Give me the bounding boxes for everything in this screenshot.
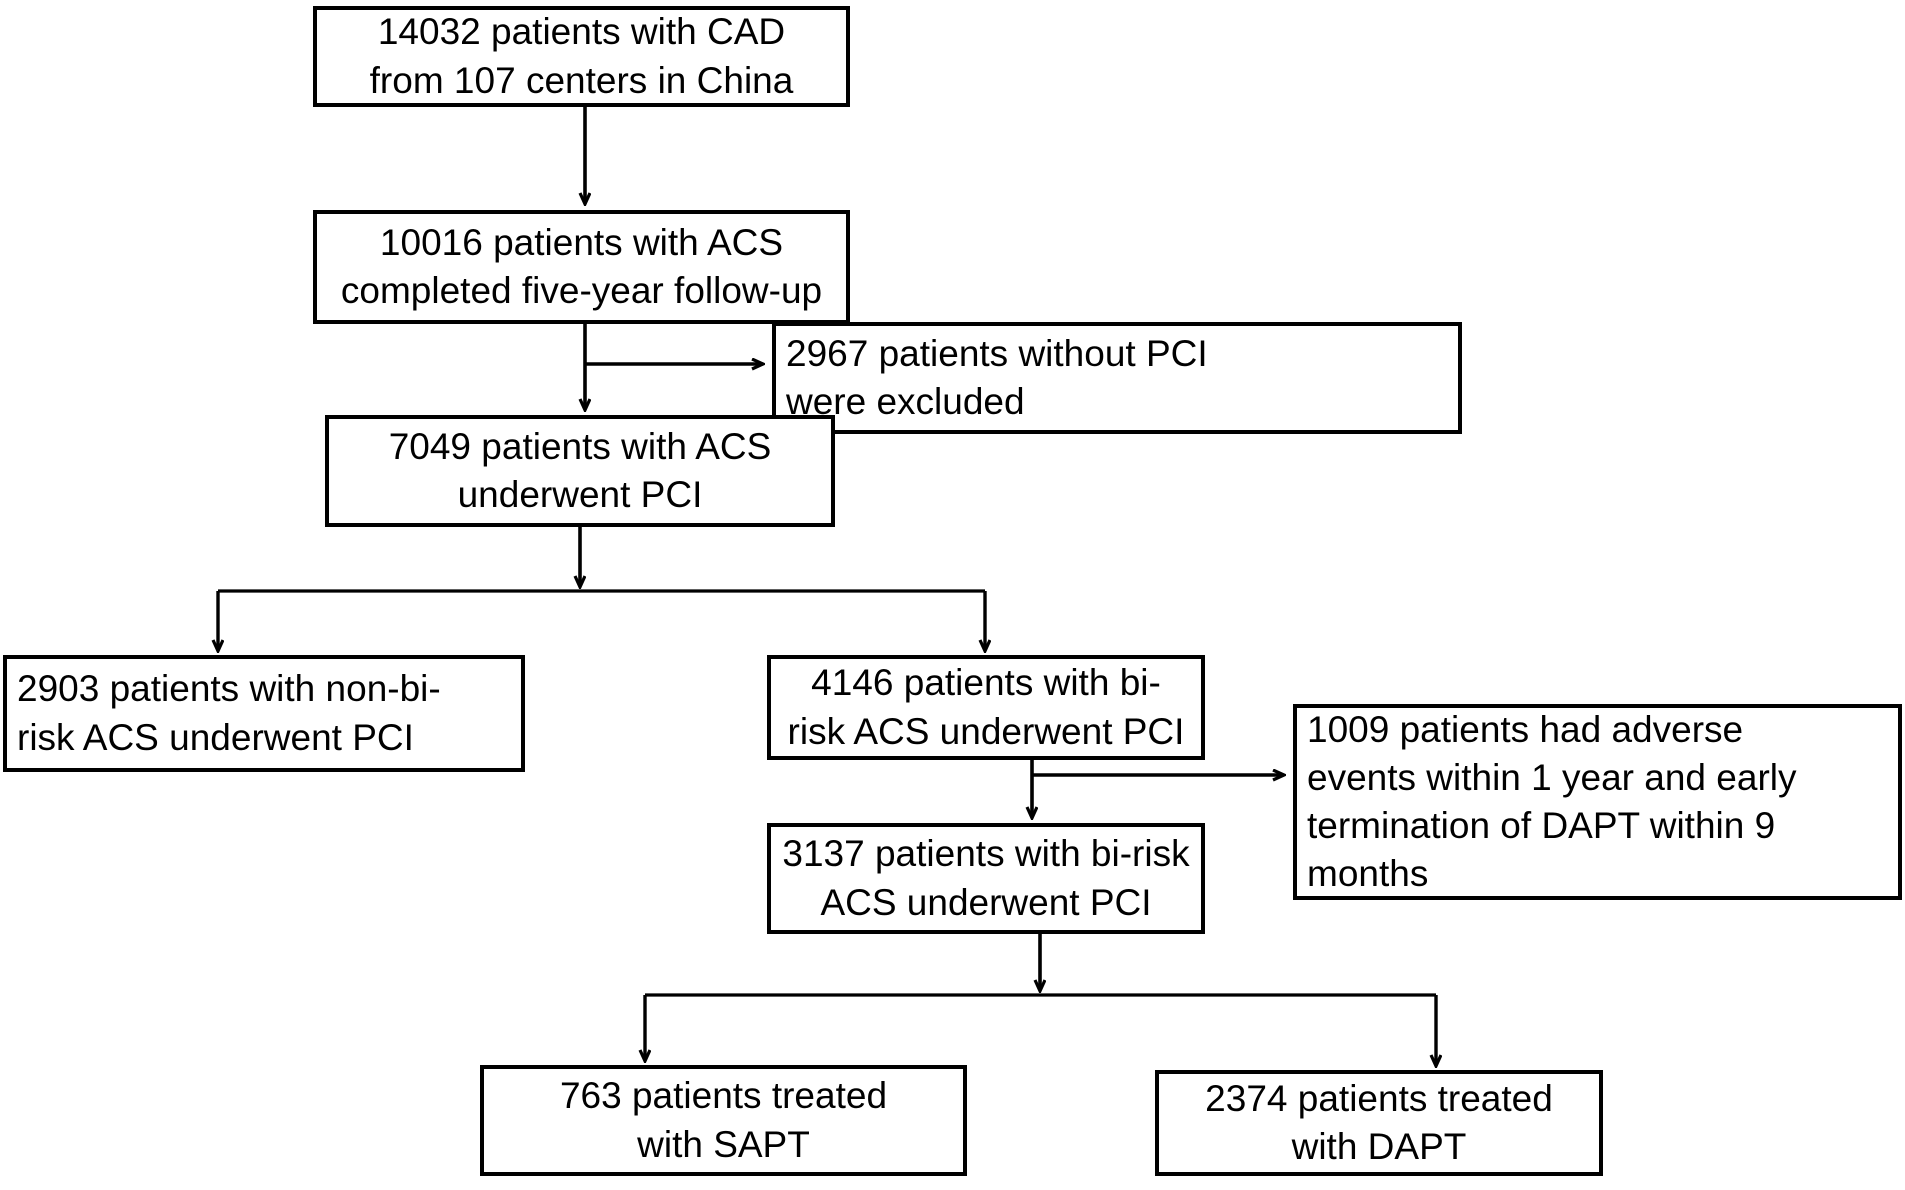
- node-excluded-no-pci: 2967 patients without PCI were excluded: [772, 322, 1462, 434]
- node-acs-followup: 10016 patients with ACS completed five-y…: [313, 210, 850, 324]
- node-non-bi-risk-acs: 2903 patients with non-bi- risk ACS unde…: [3, 655, 525, 772]
- connector-final-split: [645, 934, 1436, 1065]
- node-dapt-group: 2374 patients treated with DAPT: [1155, 1070, 1603, 1176]
- node-adverse-events-label: 1009 patients had adverse events within …: [1307, 708, 1797, 895]
- node-excluded-no-pci-label: 2967 patients without PCI were excluded: [786, 332, 1208, 422]
- node-bi-risk-final-label: 3137 patients with bi-risk ACS underwent…: [782, 833, 1190, 923]
- connector-pci-split: [218, 527, 985, 650]
- node-sapt-group-label: 763 patients treated with SAPT: [559, 1075, 888, 1165]
- node-acs-followup-label: 10016 patients with ACS completed five-y…: [340, 221, 823, 311]
- node-non-bi-risk-acs-label: 2903 patients with non-bi- risk ACS unde…: [17, 668, 441, 758]
- node-acs-underwent-pci-label: 7049 patients with ACS underwent PCI: [388, 425, 772, 515]
- node-cad-cohort: 14032 patients with CAD from 107 centers…: [313, 6, 850, 107]
- node-adverse-events-excluded: 1009 patients had adverse events within …: [1293, 704, 1902, 900]
- node-bi-risk-acs: 4146 patients with bi- risk ACS underwen…: [767, 655, 1205, 760]
- node-dapt-group-label: 2374 patients treated with DAPT: [1205, 1077, 1553, 1167]
- node-bi-risk-acs-label: 4146 patients with bi- risk ACS underwen…: [787, 662, 1185, 752]
- node-bi-risk-final: 3137 patients with bi-risk ACS underwent…: [767, 823, 1205, 934]
- node-acs-underwent-pci: 7049 patients with ACS underwent PCI: [325, 415, 835, 527]
- node-cad-cohort-label: 14032 patients with CAD from 107 centers…: [369, 11, 794, 101]
- node-sapt-group: 763 patients treated with SAPT: [480, 1065, 967, 1176]
